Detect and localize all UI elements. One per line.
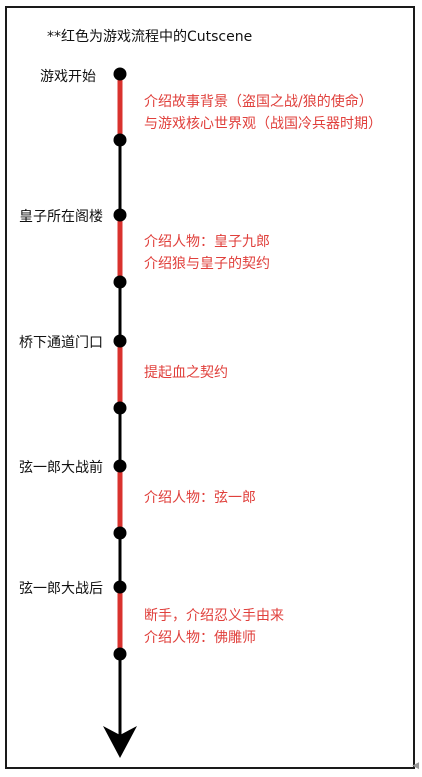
stage-label-4: 弦一郎大战前 [19,460,103,476]
stage-description-1: 介绍故事背景（盗国之战/狼的使命） 与游戏核心世界观（战国冷兵器时期） [144,91,382,135]
diagram-frame [5,6,415,769]
stage-label-1: 游戏开始 [40,69,96,85]
description-line: 与游戏核心世界观（战国冷兵器时期） [144,116,382,132]
stage-description-2: 介绍人物：皇子九郎 介绍狼与皇子的契约 [144,231,270,275]
description-line: 介绍狼与皇子的契约 [144,256,270,272]
stage-description-4: 介绍人物：弦一郎 [144,487,256,509]
stage-label-3: 桥下通道门口 [19,335,103,351]
description-line: 介绍人物：佛雕师 [144,630,256,646]
description-line: 介绍人物：皇子九郎 [144,234,270,250]
description-line: 介绍故事背景（盗国之战/狼的使命） [144,94,373,110]
stage-description-5: 断手，介绍忍义手由来 介绍人物：佛雕师 [144,605,284,649]
corner-mark: ◀ [412,761,419,771]
legend-note: **红色为游戏流程中的Cutscene [47,29,253,45]
stage-label-5: 弦一郎大战后 [19,581,103,597]
stage-description-3: 提起血之契约 [144,362,228,384]
description-line: 介绍人物：弦一郎 [144,490,256,506]
description-line: 提起血之契约 [144,365,228,381]
stage-label-2: 皇子所在阁楼 [19,209,103,225]
description-line: 断手，介绍忍义手由来 [144,608,284,624]
